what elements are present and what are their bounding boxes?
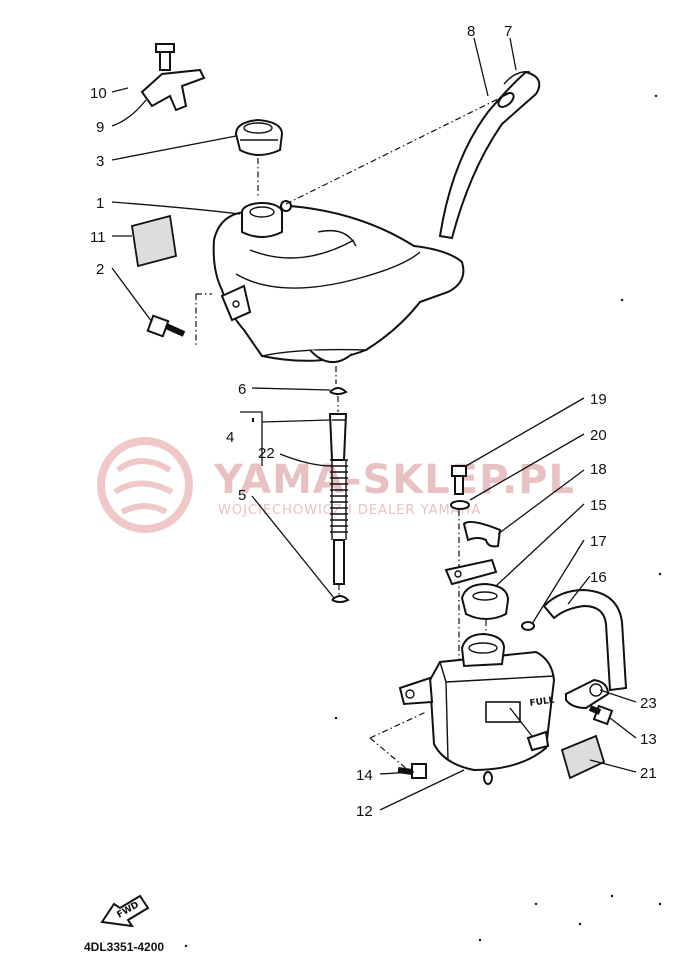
callout-2: 2: [96, 261, 104, 278]
callout-6: 6: [238, 381, 246, 398]
callout-21: 21: [640, 765, 657, 782]
callout-4: 4: [226, 429, 234, 446]
drain-pipe-part: [328, 366, 350, 603]
callout-11: 11: [90, 229, 106, 246]
reservoir-pad-part: [560, 734, 606, 780]
callout-3: 3: [96, 153, 104, 170]
scan-specks: [184, 94, 662, 948]
bottom-bolt-part: [397, 763, 427, 779]
callout-16: 16: [590, 569, 607, 586]
part-code: 4DL3351-4200: [84, 940, 164, 954]
breather-hose-part: [438, 70, 541, 240]
filler-cap-part: [234, 118, 284, 156]
fwd-arrow-icon: FWD: [100, 894, 150, 928]
reservoir-bracket-part: [444, 521, 502, 586]
watermark-subtitle: WOJCIECHOWICZ I DEALER YAMAHA: [218, 503, 481, 518]
watermark: YAMA-SKLEP.PL WOJCIECHOWICZ I DEALER YAM…: [97, 437, 575, 533]
leader-lines: [111, 37, 637, 811]
bracket-part: [140, 43, 206, 112]
callout-9: 9: [96, 119, 104, 136]
callout-7: 7: [504, 23, 512, 40]
callout-15: 15: [590, 497, 607, 514]
tank-bolt-part: [146, 314, 186, 338]
watermark-brand: YAMA-SKLEP.PL: [213, 457, 575, 503]
callout-22: 22: [258, 445, 275, 462]
callout-19: 19: [590, 391, 607, 408]
callout-10: 10: [90, 85, 107, 102]
side-bolt-part: [588, 704, 614, 726]
callout-17: 17: [590, 533, 607, 550]
callout-20: 20: [590, 427, 607, 444]
callout-8: 8: [467, 23, 475, 40]
watermark-logo-icon: [97, 437, 193, 533]
callout-18: 18: [590, 461, 607, 478]
reservoir-cap-part: [460, 582, 510, 620]
pad-part: [130, 214, 178, 268]
callout-23: 23: [640, 695, 657, 712]
callout-labels: 10 9 3 1 11 2 8 7 6 4 22 5 19 20 18 15 1…: [90, 23, 657, 820]
main-tank-part: [212, 200, 465, 363]
callout-13: 13: [640, 731, 657, 748]
tank-full-mark: FULL: [529, 696, 555, 709]
reservoir-tank-part: FULL: [398, 632, 555, 785]
callout-1: 1: [96, 195, 104, 212]
callout-12: 12: [356, 803, 373, 820]
hose-clamp-part: [565, 678, 610, 710]
reservoir-bolt-part: [450, 465, 470, 510]
callout-5: 5: [238, 487, 246, 504]
callout-14: 14: [356, 767, 373, 784]
reservoir-hose-part: [521, 588, 628, 692]
